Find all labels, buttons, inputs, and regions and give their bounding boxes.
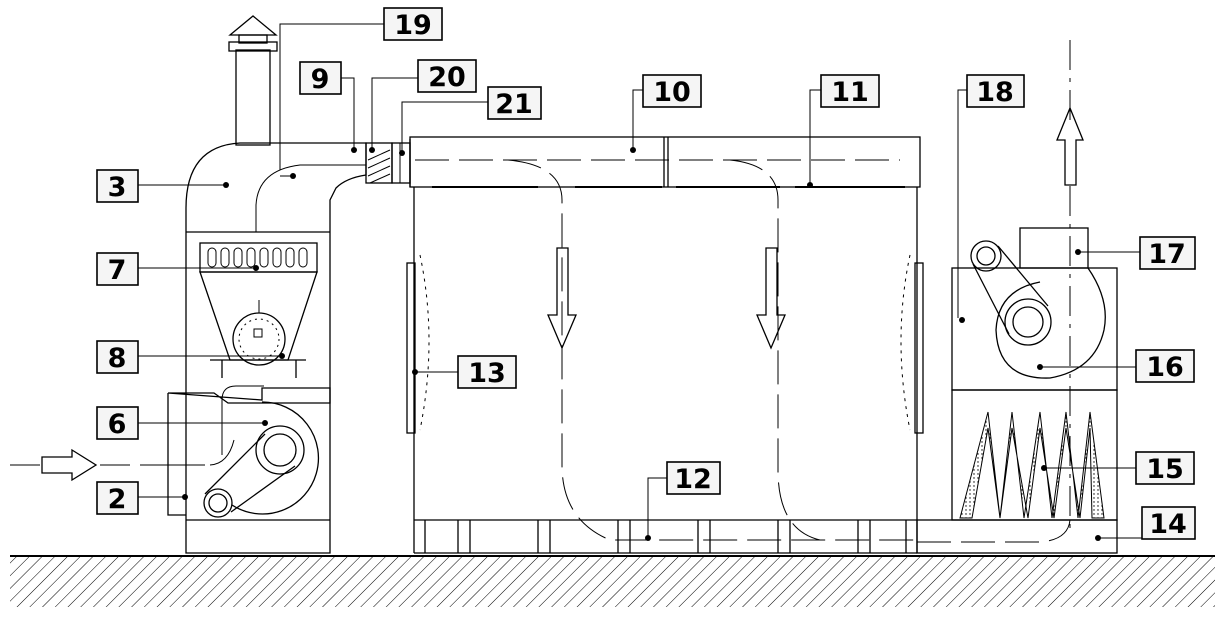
filter-exhaust-unit bbox=[916, 40, 1118, 554]
ground bbox=[10, 555, 1215, 607]
label-16: 16 bbox=[1135, 349, 1195, 383]
inlet-arrow bbox=[10, 448, 205, 482]
label-12-text: 12 bbox=[674, 464, 712, 495]
label-15: 15 bbox=[1135, 451, 1195, 485]
label-12: 12 bbox=[666, 461, 721, 495]
label-10-text: 10 bbox=[653, 77, 691, 108]
label-14-text: 14 bbox=[1149, 509, 1187, 540]
label-13-text: 13 bbox=[468, 358, 506, 389]
label-6-text: 6 bbox=[108, 409, 127, 440]
label-21: 21 bbox=[487, 86, 542, 120]
grille-slots bbox=[207, 247, 308, 268]
label-20-text: 20 bbox=[428, 62, 466, 93]
label-7-text: 7 bbox=[108, 255, 127, 286]
label-8-text: 8 bbox=[108, 343, 127, 374]
label-11-text: 11 bbox=[831, 77, 869, 108]
label-18: 18 bbox=[966, 74, 1025, 108]
label-17-text: 17 bbox=[1148, 239, 1186, 270]
label-20: 20 bbox=[417, 59, 477, 93]
label-8: 8 bbox=[96, 340, 139, 374]
label-9: 9 bbox=[299, 61, 342, 95]
leader-lines bbox=[138, 23, 1142, 541]
label-15-text: 15 bbox=[1146, 454, 1184, 485]
label-21-text: 21 bbox=[495, 89, 533, 120]
label-13: 13 bbox=[457, 355, 517, 389]
label-16-text: 16 bbox=[1146, 352, 1184, 383]
label-10: 10 bbox=[642, 74, 702, 108]
label-2: 2 bbox=[96, 481, 139, 515]
label-19: 19 bbox=[383, 7, 443, 41]
drying-chamber bbox=[406, 136, 924, 554]
label-18-text: 18 bbox=[976, 77, 1014, 108]
floor-supports bbox=[424, 520, 907, 553]
label-19-text: 19 bbox=[394, 10, 432, 41]
label-2-text: 2 bbox=[108, 484, 127, 515]
label-9-text: 9 bbox=[311, 64, 330, 95]
label-6: 6 bbox=[96, 406, 139, 440]
duct-connectors bbox=[365, 139, 411, 187]
label-17: 17 bbox=[1139, 236, 1196, 270]
label-3-text: 3 bbox=[108, 172, 127, 203]
label-3: 3 bbox=[96, 169, 139, 203]
label-14: 14 bbox=[1141, 506, 1196, 540]
label-7: 7 bbox=[96, 252, 139, 286]
label-11: 11 bbox=[820, 74, 880, 108]
heater-unit bbox=[167, 15, 367, 554]
